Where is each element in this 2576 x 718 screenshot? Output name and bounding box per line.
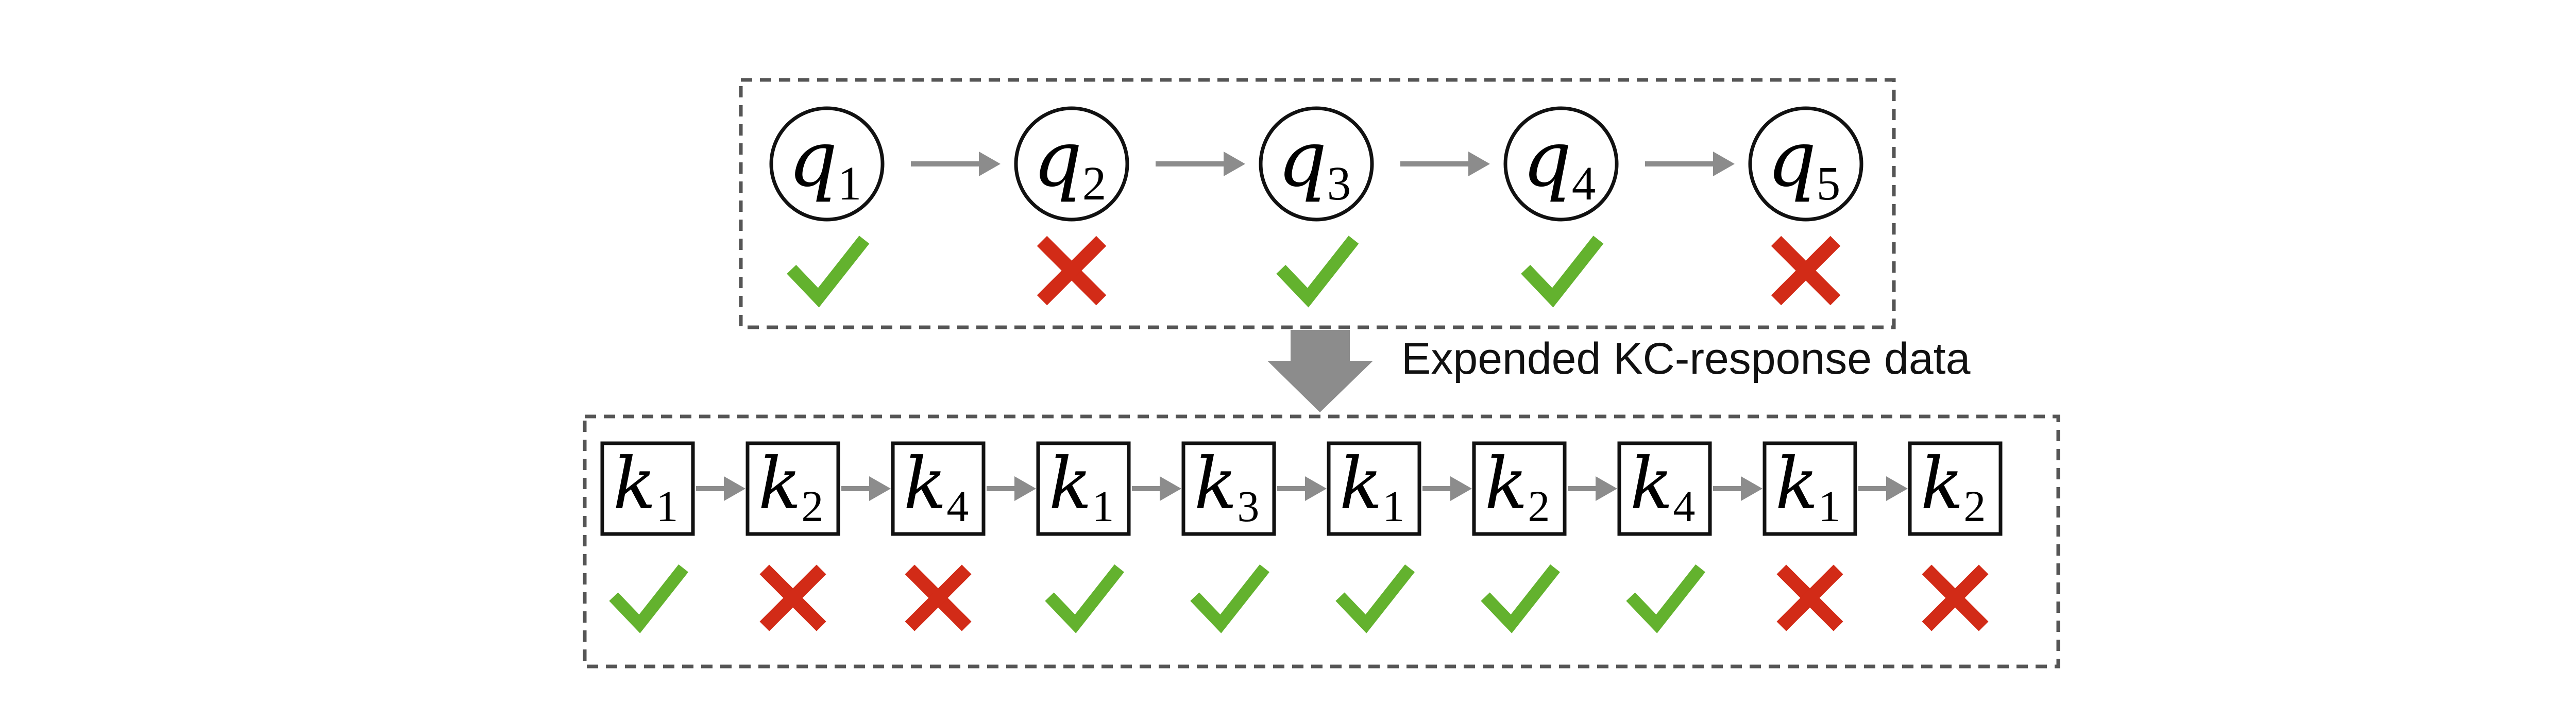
kc-sequence-frame bbox=[583, 414, 2060, 669]
kc-response-8-check-icon bbox=[1626, 564, 1706, 633]
question-node-label: q1 bbox=[788, 114, 862, 210]
question-response-5-cross-icon bbox=[1771, 236, 1841, 306]
kc-node-label: k2 bbox=[758, 442, 824, 531]
kc-sequence-arrow bbox=[1713, 476, 1762, 501]
kc-response-2-cross-icon bbox=[759, 564, 826, 631]
kc-node bbox=[1327, 441, 1421, 536]
kc-response-1-check-icon bbox=[609, 564, 689, 633]
question-node-label: q5 bbox=[1767, 114, 1841, 210]
kc-response-7-check-icon bbox=[1481, 564, 1561, 633]
kc-node-label: k2 bbox=[1921, 442, 1986, 531]
kc-response-10-cross-icon bbox=[1922, 564, 1989, 631]
transform-label: Expended KC-response data bbox=[1401, 334, 1971, 383]
down-arrow-icon bbox=[1267, 330, 1373, 412]
kc-node-label: k1 bbox=[1049, 442, 1114, 531]
sequence-arrow bbox=[1156, 152, 1245, 176]
kc-node bbox=[745, 441, 840, 536]
question-node-label: q2 bbox=[1033, 114, 1107, 210]
kc-sequence-arrow bbox=[1858, 476, 1908, 501]
kc-node bbox=[1762, 441, 1857, 536]
question-node bbox=[1259, 106, 1374, 222]
question-response-1-check-icon bbox=[787, 236, 870, 308]
kc-sequence-arrow bbox=[1132, 476, 1181, 501]
question-response-2-cross-icon bbox=[1037, 236, 1107, 306]
question-sequence-frame bbox=[739, 78, 1896, 329]
kc-node-label: k4 bbox=[904, 442, 969, 531]
kc-node bbox=[1036, 441, 1131, 536]
kc-node bbox=[891, 441, 986, 536]
kc-node-label: k1 bbox=[1775, 442, 1841, 531]
kc-node-label: k3 bbox=[1194, 442, 1260, 531]
kc-node bbox=[1472, 441, 1567, 536]
sequence-arrow bbox=[911, 152, 1001, 176]
kc-sequence-arrow bbox=[1568, 476, 1617, 501]
kc-node-label: k1 bbox=[1340, 442, 1405, 531]
question-response-4-check-icon bbox=[1521, 236, 1604, 308]
question-node bbox=[1014, 106, 1129, 222]
kc-response-6-check-icon bbox=[1335, 564, 1415, 633]
question-response-3-check-icon bbox=[1276, 236, 1359, 308]
kc-response-5-check-icon bbox=[1190, 564, 1270, 633]
kc-node bbox=[600, 441, 695, 536]
sequence-arrow bbox=[1400, 152, 1490, 176]
kc-response-4-check-icon bbox=[1045, 564, 1125, 633]
kc-node bbox=[1908, 441, 2003, 536]
kc-node-label: k2 bbox=[1485, 442, 1550, 531]
kc-sequence-arrow bbox=[987, 476, 1036, 501]
kc-response-3-cross-icon bbox=[905, 564, 972, 631]
sequence-arrow bbox=[1645, 152, 1735, 176]
kc-sequence-arrow bbox=[1422, 476, 1472, 501]
kc-sequence-arrow bbox=[841, 476, 891, 501]
kc-response-9-cross-icon bbox=[1776, 564, 1843, 631]
kc-sequence-arrow bbox=[1277, 476, 1327, 501]
question-node bbox=[769, 106, 885, 222]
question-node-label: q4 bbox=[1522, 114, 1596, 210]
question-node bbox=[1748, 106, 1863, 222]
question-node-label: q3 bbox=[1278, 114, 1351, 210]
kc-node bbox=[1181, 441, 1276, 536]
kc-node-label: k1 bbox=[613, 442, 679, 531]
kc-sequence-arrow bbox=[696, 476, 745, 501]
question-node bbox=[1503, 106, 1619, 222]
kc-node bbox=[1617, 441, 1712, 536]
kc-node-label: k4 bbox=[1630, 442, 1696, 531]
